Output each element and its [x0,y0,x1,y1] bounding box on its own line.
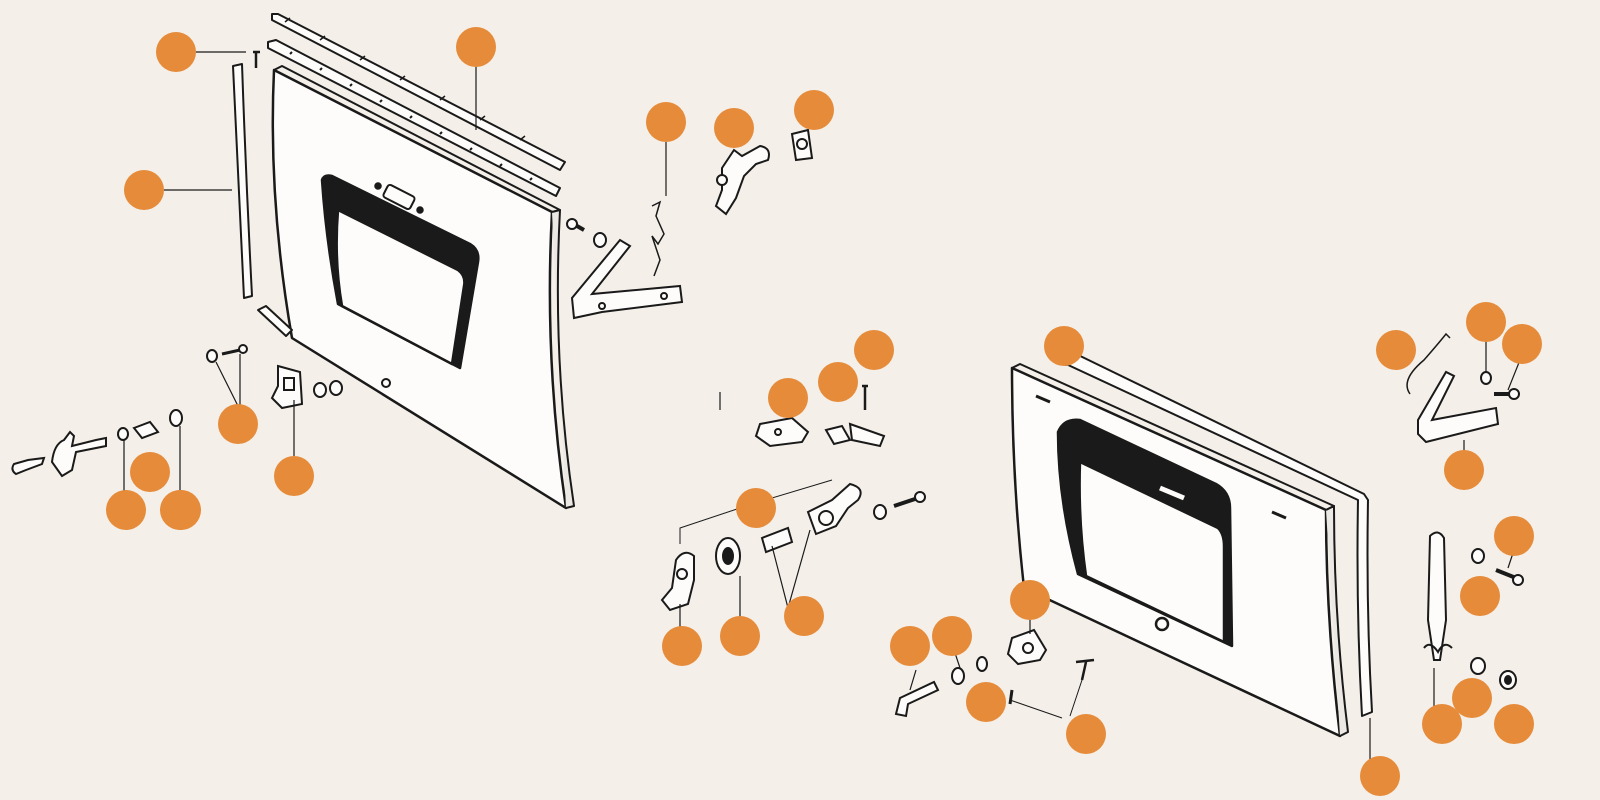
callout-marker-13[interactable] [768,378,808,418]
callout-marker-15[interactable] [854,330,894,370]
top-hinge-strip [271,13,566,171]
callout-marker-10[interactable] [130,452,170,492]
callout-marker-16[interactable] [736,488,776,528]
callout-marker-27[interactable] [1422,704,1462,744]
lower-tailgate-assembly [1010,351,1373,738]
upper-small-parts [11,50,814,478]
callout-marker-24[interactable] [1444,450,1484,490]
callout-marker-7[interactable] [218,404,258,444]
callout-marker-29[interactable] [1494,704,1534,744]
callout-marker-19[interactable] [784,596,824,636]
lower-seal-frame [1063,351,1373,717]
callout-marker-12[interactable] [160,490,200,530]
callout-marker-26[interactable] [1460,576,1500,616]
callout-marker-31[interactable] [890,626,930,666]
callout-marker-25[interactable] [1494,516,1534,556]
callout-marker-3[interactable] [124,170,164,210]
upper-tailgate-assembly [232,13,575,510]
callout-marker-1[interactable] [156,32,196,72]
callout-marker-9[interactable] [106,490,146,530]
callout-marker-28[interactable] [1452,678,1492,718]
callout-marker-22[interactable] [1466,302,1506,342]
top-seal-strip [267,39,561,197]
callout-marker-17[interactable] [662,626,702,666]
callout-marker-23[interactable] [1502,324,1542,364]
callout-marker-21[interactable] [1376,330,1416,370]
side-weatherstrip [232,63,253,299]
latch-hardware-assembly [660,384,926,612]
callout-marker-30[interactable] [1360,756,1400,796]
callout-marker-20[interactable] [1044,326,1084,366]
callout-markers [106,27,1542,796]
callout-marker-2[interactable] [456,27,496,67]
callout-marker-35[interactable] [1066,714,1106,754]
callout-marker-18[interactable] [720,616,760,656]
callout-marker-32[interactable] [932,616,972,656]
callout-marker-5[interactable] [714,108,754,148]
callout-marker-6[interactable] [794,90,834,130]
callout-marker-33[interactable] [966,682,1006,722]
callout-marker-14[interactable] [818,362,858,402]
callout-marker-4[interactable] [646,102,686,142]
callout-marker-8[interactable] [274,456,314,496]
lower-small-parts [894,332,1524,719]
callout-marker-34[interactable] [1010,580,1050,620]
